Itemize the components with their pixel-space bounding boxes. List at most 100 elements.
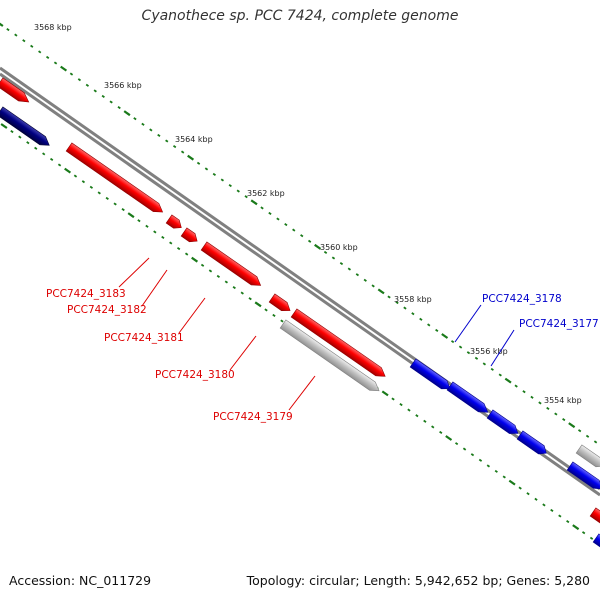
outer-tick-mark <box>300 234 304 238</box>
inner-tick-mark <box>572 524 580 531</box>
gene-pcc7424-3182[interactable] <box>165 214 184 232</box>
inner-tick-mark <box>64 167 72 174</box>
outer-tick-mark <box>172 145 177 149</box>
gene-feature-blue-edge-2[interactable] <box>592 533 600 550</box>
scale-label-3556: 3556 kbp <box>470 347 508 356</box>
outer-tick-mark <box>38 50 42 54</box>
outer-tick-mark <box>562 418 566 422</box>
outer-tick-mark <box>141 122 145 126</box>
outer-tick-mark <box>196 161 201 165</box>
outer-tick-mark <box>568 422 576 429</box>
gene-label-3177[interactable]: PCC7424_3177 <box>519 318 599 330</box>
outer-tick-mark <box>117 106 121 110</box>
inner-tick-mark <box>280 319 284 323</box>
outer-tick-mark <box>276 217 280 221</box>
gene-label-3179[interactable]: PCC7424_3179 <box>213 411 293 423</box>
outer-tick-mark <box>323 250 328 254</box>
inner-tick-mark <box>89 185 94 189</box>
inner-tick-mark <box>224 280 229 284</box>
gene-pcc7424-3179[interactable] <box>279 319 382 395</box>
outer-tick-mark <box>450 340 455 344</box>
outer-tick-mark <box>331 256 336 260</box>
scale-label-3560: 3560 kbp <box>320 243 358 252</box>
outer-tick-mark <box>395 301 399 305</box>
inner-tick-mark <box>0 123 8 129</box>
inner-tick-mark <box>542 503 546 507</box>
gene-pcc7424-3181[interactable] <box>200 241 263 290</box>
inner-tick-mark <box>10 130 14 134</box>
outer-tick-mark <box>14 33 18 37</box>
outer-tick-mark <box>204 167 209 171</box>
inner-tick-mark <box>169 241 173 245</box>
gene-feature-forward-edge[interactable] <box>589 507 600 528</box>
gene-label-3182[interactable]: PCC7424_3182 <box>67 304 147 316</box>
inner-tick-mark <box>49 157 54 161</box>
outer-tick-mark <box>101 94 105 98</box>
inner-tick-mark <box>113 202 117 206</box>
outer-tick-mark <box>292 228 296 232</box>
gene-pcc7424-3177b[interactable] <box>516 430 549 457</box>
outer-tick-mark <box>268 211 272 215</box>
inner-tick-mark <box>26 141 30 145</box>
gene-feature-blue-edge[interactable] <box>566 461 600 493</box>
inner-tick-mark <box>526 492 530 496</box>
outer-tick-mark <box>6 28 10 32</box>
outer-tick-mark <box>244 195 248 199</box>
inner-tick-mark <box>161 235 165 239</box>
gene-pcc7424-3180[interactable] <box>268 293 293 315</box>
outer-tick-mark <box>474 356 479 360</box>
gene-feature-navy[interactable] <box>0 106 52 149</box>
inner-tick-mark <box>486 464 491 468</box>
outer-tick-mark <box>109 100 113 104</box>
gene-feature-forward-1[interactable] <box>0 77 32 106</box>
outer-tick-mark <box>504 377 512 384</box>
inner-tick-mark <box>431 425 435 429</box>
inner-tick-mark <box>381 390 389 397</box>
gene-label-3180[interactable]: PCC7424_3180 <box>155 369 235 381</box>
outer-tick-mark <box>482 362 487 366</box>
leader-line-3183 <box>118 257 150 288</box>
outer-tick-mark <box>530 395 534 399</box>
outer-tick-mark <box>403 306 407 310</box>
outer-tick-mark <box>180 150 185 154</box>
gene-pcc7424-3183[interactable] <box>65 142 165 216</box>
inner-tick-mark <box>391 397 395 401</box>
outer-tick-mark <box>30 44 34 48</box>
gene-pcc7424-3182b[interactable] <box>180 227 200 245</box>
outer-tick-mark <box>45 55 50 59</box>
outer-tick-mark <box>441 333 449 339</box>
gene-pcc7424-3180b[interactable] <box>290 308 388 381</box>
inner-tick-mark <box>439 430 443 434</box>
leader-line-3182 <box>141 269 168 307</box>
gene-label-3183[interactable]: PCC7424_3183 <box>46 288 126 300</box>
scale-label-3566: 3566 kbp <box>104 81 142 90</box>
inner-tick-mark <box>407 408 411 412</box>
inner-tick-mark <box>73 174 78 178</box>
scale-label-3554: 3554 kbp <box>544 396 582 405</box>
gene-label-3178[interactable]: PCC7424_3178 <box>482 293 562 305</box>
outer-tick-mark <box>260 206 264 210</box>
outer-tick-mark <box>377 288 385 295</box>
inner-tick-mark <box>127 212 135 219</box>
outer-tick-mark <box>220 178 225 182</box>
outer-tick-row <box>0 22 598 444</box>
outer-tick-mark <box>427 323 431 327</box>
gene-pcc7424-3178[interactable] <box>409 358 453 393</box>
inner-tick-mark <box>97 191 101 195</box>
inner-tick-mark <box>200 263 205 267</box>
gene-pcc7424-3178b[interactable] <box>446 381 490 416</box>
scale-label-3564: 3564 kbp <box>175 135 213 144</box>
inner-tick-mark <box>518 486 522 490</box>
outer-tick-mark <box>157 133 161 137</box>
inner-tick-mark <box>137 219 141 223</box>
outer-tick-mark <box>371 284 375 288</box>
inner-tick-mark <box>399 403 403 407</box>
outer-tick-mark <box>187 154 195 161</box>
inner-tick-mark <box>254 301 262 308</box>
gene-label-3181[interactable]: PCC7424_3181 <box>104 332 184 344</box>
gene-pcc7424-3177[interactable] <box>486 409 521 438</box>
outer-tick-mark <box>307 239 312 243</box>
outer-tick-mark <box>585 434 590 438</box>
inner-tick-mark <box>589 536 594 540</box>
